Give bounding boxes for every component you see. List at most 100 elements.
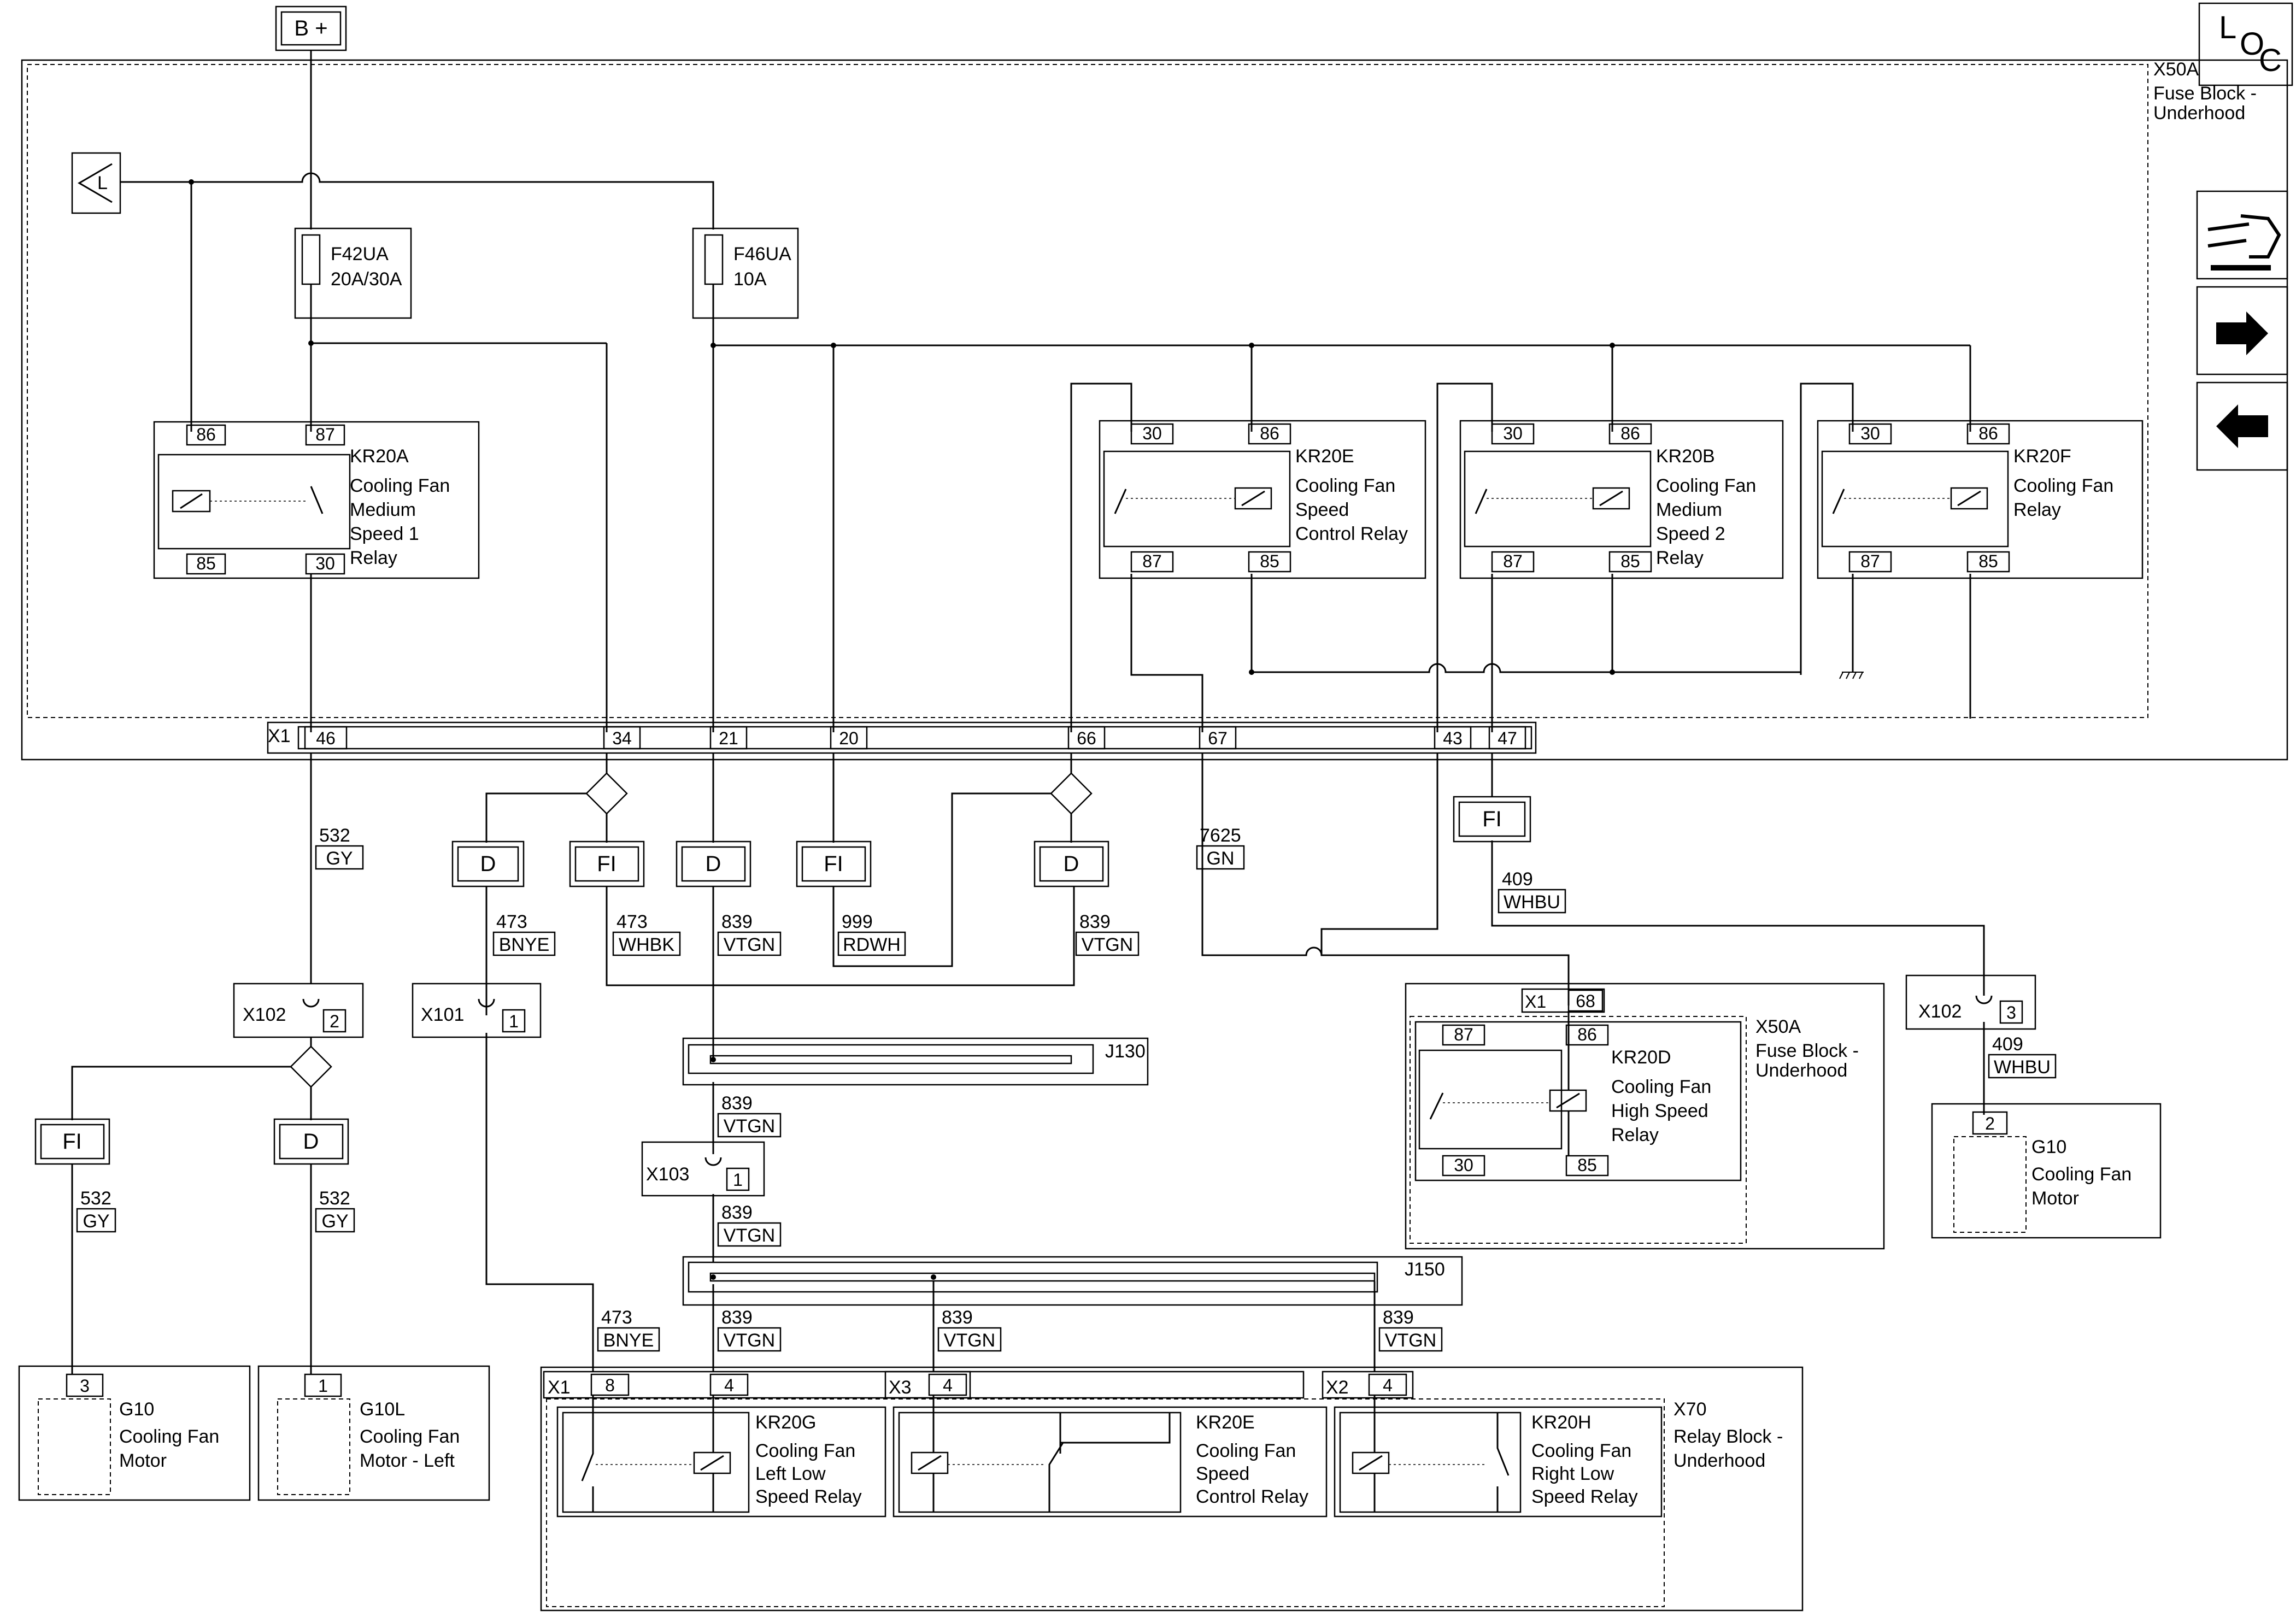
svg-text:Speed Relay: Speed Relay (755, 1486, 862, 1507)
svg-text:409: 409 (1992, 1034, 2023, 1055)
svg-text:86: 86 (1260, 424, 1279, 443)
svg-text:Relay: Relay (350, 548, 397, 568)
svg-text:Underhood: Underhood (1755, 1060, 1847, 1081)
svg-text:409: 409 (1502, 869, 1533, 890)
svg-text:21: 21 (719, 728, 738, 748)
svg-text:1: 1 (509, 1012, 519, 1031)
svg-text:Underhood: Underhood (1673, 1450, 1765, 1471)
svg-text:473: 473 (616, 912, 648, 932)
svg-text:WHBU: WHBU (1504, 892, 1560, 913)
svg-text:Motor - Left: Motor - Left (360, 1450, 455, 1471)
relay-kr20e-top: 30 86 87 85 KR20E Cooling Fan Speed Cont… (1099, 420, 1426, 579)
relay-kr20f: 30 86 87 85 KR20F Cooling Fan Relay (1817, 420, 2144, 579)
svg-text:WHBK: WHBK (619, 934, 674, 955)
svg-text:KR20E: KR20E (1196, 1412, 1255, 1433)
svg-text:X50A: X50A (1755, 1016, 1801, 1037)
junction-dots (189, 179, 1615, 675)
svg-text:KR20B: KR20B (1656, 446, 1715, 467)
svg-text:Cooling Fan: Cooling Fan (119, 1426, 219, 1447)
svg-text:Fuse Block -: Fuse Block - (1755, 1040, 1859, 1061)
svg-text:839: 839 (1079, 912, 1111, 932)
svg-text:87: 87 (1454, 1025, 1473, 1044)
option-box: D (451, 840, 525, 887)
svg-text:30: 30 (1860, 424, 1880, 443)
svg-text:8: 8 (605, 1375, 615, 1395)
svg-text:KR20E: KR20E (1295, 446, 1354, 467)
svg-text:Cooling Fan: Cooling Fan (1611, 1077, 1711, 1097)
svg-text:GY: GY (326, 848, 353, 869)
svg-text:Speed: Speed (1295, 499, 1349, 520)
svg-text:2: 2 (330, 1012, 339, 1031)
svg-text:Motor: Motor (2031, 1188, 2079, 1209)
svg-text:87: 87 (315, 425, 335, 444)
wrench-arrows-icon[interactable] (2196, 190, 2288, 280)
svg-text:D: D (706, 852, 721, 876)
svg-text:Left Low: Left Low (755, 1463, 826, 1484)
svg-text:Speed: Speed (1196, 1463, 1249, 1484)
svg-text:F46UA: F46UA (733, 244, 791, 264)
splice-j130: J130 (682, 1037, 1149, 1086)
svg-text:473: 473 (496, 912, 527, 932)
inline-connector-x102-2: X102 2 (233, 983, 364, 1038)
svg-text:Relay: Relay (2013, 499, 2061, 520)
svg-text:473: 473 (601, 1307, 632, 1328)
svg-text:1: 1 (733, 1170, 743, 1190)
svg-text:532: 532 (80, 1188, 111, 1209)
wiring-lines (120, 50, 1971, 732)
svg-text:VTGN: VTGN (724, 1116, 775, 1137)
arrow-right-icon[interactable] (2196, 286, 2288, 375)
svg-text:839: 839 (721, 1093, 753, 1114)
svg-text:839: 839 (721, 1202, 753, 1223)
svg-text:Relay: Relay (1656, 548, 1704, 568)
svg-text:GY: GY (321, 1211, 348, 1232)
svg-text:KR20D: KR20D (1611, 1047, 1671, 1068)
svg-text:FI: FI (62, 1130, 82, 1154)
svg-text:Cooling Fan: Cooling Fan (755, 1440, 855, 1461)
relay-kr20g: KR20G Cooling Fan Left Low Speed Relay (556, 1395, 886, 1518)
svg-text:86: 86 (1978, 424, 1998, 443)
svg-text:10A: 10A (733, 269, 767, 290)
svg-text:J150: J150 (1405, 1259, 1445, 1280)
motor-g10l: 1 G10L Cooling Fan Motor - Left (257, 1365, 490, 1501)
svg-text:20: 20 (839, 728, 859, 748)
svg-text:Cooling Fan: Cooling Fan (1656, 475, 1756, 496)
svg-text:85: 85 (196, 554, 216, 573)
svg-text:4: 4 (1383, 1375, 1393, 1395)
svg-text:D: D (1064, 852, 1079, 876)
svg-text:X1: X1 (548, 1377, 571, 1398)
inline-connector-x101: X101 1 (412, 983, 542, 1038)
option-box: D (1034, 840, 1109, 887)
svg-text:86: 86 (1577, 1025, 1597, 1044)
svg-text:68: 68 (1576, 991, 1595, 1011)
svg-text:GN: GN (1207, 848, 1235, 869)
ground-reference: L (71, 152, 121, 214)
svg-text:30: 30 (315, 554, 335, 573)
svg-text:G10L: G10L (360, 1399, 405, 1420)
svg-text:43: 43 (1443, 728, 1463, 748)
svg-text:D: D (303, 1130, 319, 1154)
loc-button[interactable]: L O C (2198, 2, 2293, 86)
svg-text:66: 66 (1077, 728, 1096, 748)
power-label: B + (294, 16, 327, 40)
svg-text:FI: FI (597, 852, 616, 876)
svg-text:839: 839 (1383, 1307, 1414, 1328)
fuse-f46ua: F46UA 10A (692, 227, 799, 319)
fuse-block-id: X50A (2153, 59, 2199, 80)
svg-text:Fuse Block -: Fuse Block - (2153, 83, 2257, 104)
svg-text:WHBU: WHBU (1994, 1057, 2051, 1078)
svg-text:86: 86 (1620, 424, 1640, 443)
svg-text:4: 4 (943, 1375, 953, 1395)
svg-text:X3: X3 (889, 1377, 912, 1398)
inline-connector-x102-3: X102 3 (1905, 974, 2036, 1030)
middle-wiring (71, 753, 1985, 1374)
arrow-left-icon[interactable] (2196, 381, 2288, 471)
svg-text:X2: X2 (1326, 1377, 1349, 1398)
